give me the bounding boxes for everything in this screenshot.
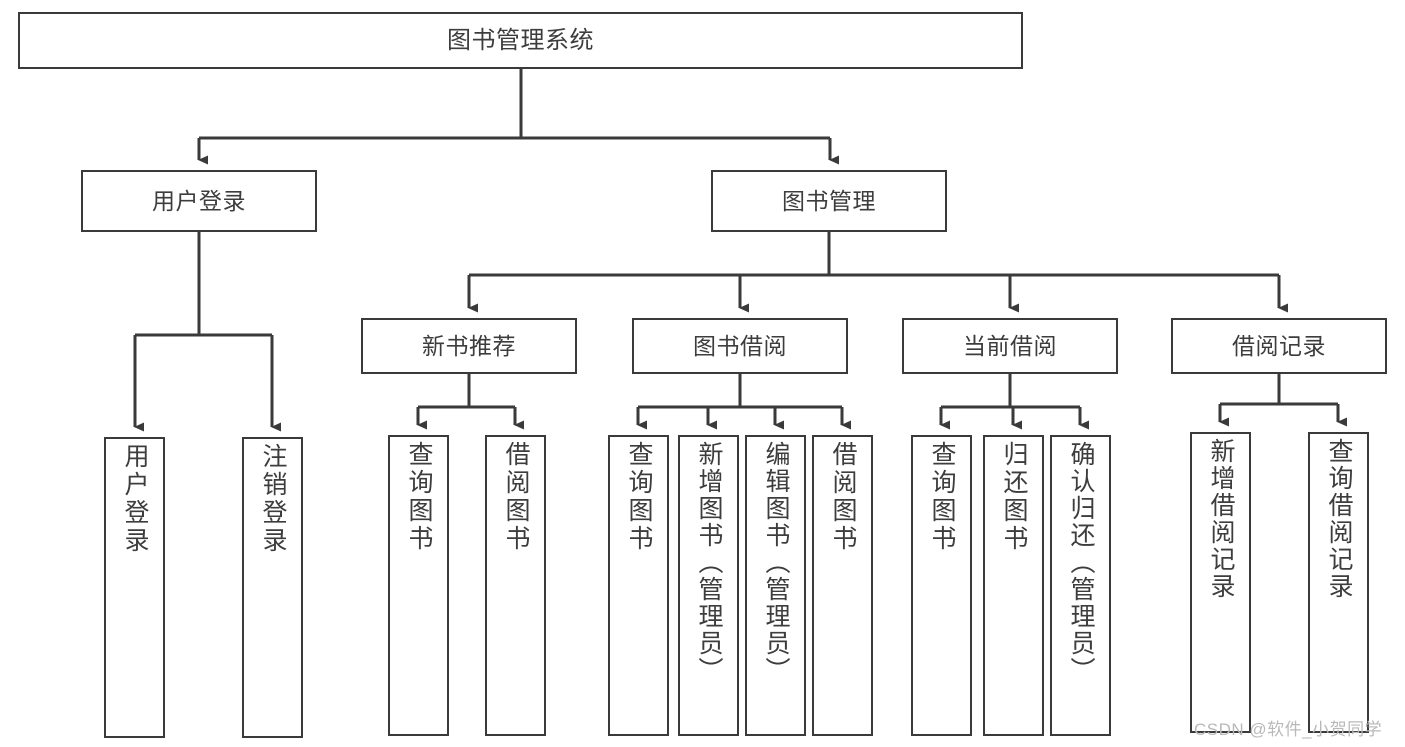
leaf-borrow-book[interactable]: 借阅图书 <box>812 435 873 736</box>
node-book-borrow[interactable]: 图书借阅 <box>632 318 848 374</box>
leaf-logout[interactable]: 注销登录 <box>242 437 303 738</box>
node-book-management[interactable]: 图书管理 <box>711 170 947 232</box>
node-label: 查询图书 <box>625 441 653 553</box>
node-label: 借阅图书 <box>502 441 530 553</box>
node-label: 当前借阅 <box>963 332 1057 359</box>
leaf-user-login[interactable]: 用户登录 <box>104 437 165 738</box>
node-label: 注销登录 <box>259 443 287 555</box>
node-current-borrow[interactable]: 当前借阅 <box>902 318 1118 374</box>
node-root[interactable]: 图书管理系统 <box>18 12 1023 69</box>
leaf-add-book-admin[interactable]: 新增图书（管理员） <box>678 435 739 736</box>
node-label: 编辑图书（管理员） <box>762 441 790 684</box>
node-label: 查询借阅记录 <box>1325 438 1353 600</box>
node-label: 新书推荐 <box>422 332 516 359</box>
leaf-query-book-recommend[interactable]: 查询图书 <box>388 435 449 736</box>
leaf-query-borrow-record[interactable]: 查询借阅记录 <box>1308 432 1369 733</box>
node-label: 图书借阅 <box>693 332 787 359</box>
leaf-return-book[interactable]: 归还图书 <box>983 435 1044 736</box>
node-borrow-records[interactable]: 借阅记录 <box>1171 318 1387 374</box>
leaf-edit-book-admin[interactable]: 编辑图书（管理员） <box>745 435 806 736</box>
leaf-confirm-return-admin[interactable]: 确认归还（管理员） <box>1050 435 1111 736</box>
leaf-add-borrow-record[interactable]: 新增借阅记录 <box>1190 432 1251 733</box>
leaf-borrow-book-recommend[interactable]: 借阅图书 <box>485 435 546 736</box>
leaf-query-book-current[interactable]: 查询图书 <box>911 435 972 736</box>
node-label: 归还图书 <box>1000 441 1028 553</box>
node-label: 新增借阅记录 <box>1207 438 1235 600</box>
node-label: 查询图书 <box>928 441 956 553</box>
leaf-query-book-borrow[interactable]: 查询图书 <box>608 435 669 736</box>
node-label: 图书管理 <box>782 187 876 214</box>
node-label: 图书管理系统 <box>447 26 594 54</box>
node-label: 用户登录 <box>152 187 246 214</box>
node-user-login[interactable]: 用户登录 <box>81 170 317 232</box>
node-label: 借阅记录 <box>1232 332 1326 359</box>
node-label: 查询图书 <box>405 441 433 553</box>
node-label: 用户登录 <box>121 443 149 555</box>
node-label: 新增图书（管理员） <box>695 441 723 684</box>
watermark: CSDN @软件_小贺同学 <box>1194 720 1383 739</box>
node-new-book-recommend[interactable]: 新书推荐 <box>361 318 577 374</box>
node-label: 确认归还（管理员） <box>1067 441 1095 684</box>
node-label: 借阅图书 <box>829 441 857 553</box>
